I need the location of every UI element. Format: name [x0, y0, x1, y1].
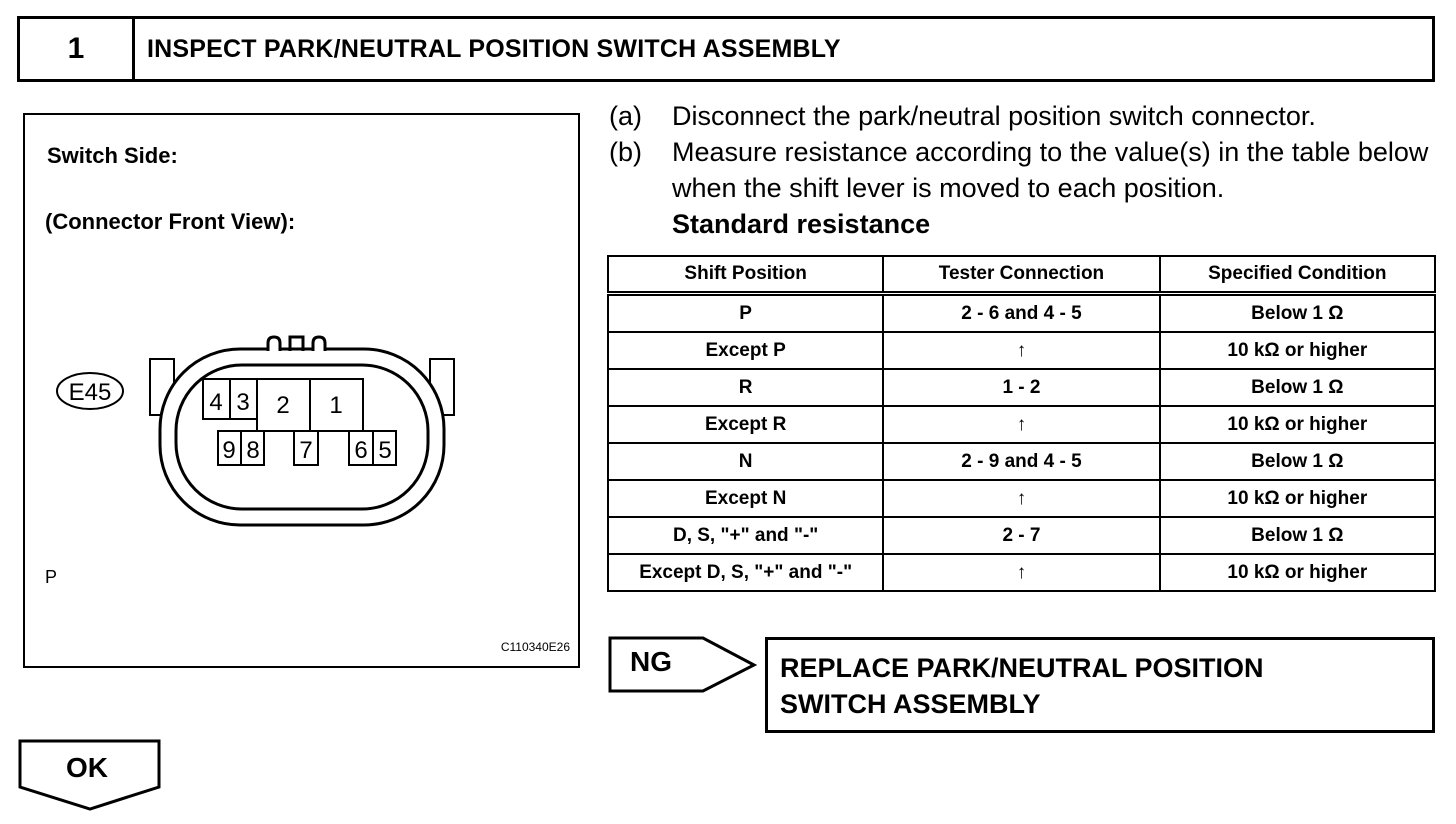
- cell-specified-condition: Below 1 Ω: [1158, 442, 1437, 481]
- table-header-row: Shift Position Tester Connection Specifi…: [606, 255, 1437, 296]
- figure-code: C110340E26: [500, 640, 570, 654]
- ng-action-box: REPLACE PARK/NEUTRAL POSITION SWITCH ASS…: [765, 637, 1435, 733]
- cell-tester-connection: 2 - 7: [882, 516, 1161, 555]
- resistance-table: Shift Position Tester Connection Specifi…: [606, 255, 1437, 592]
- pin-4: 4: [209, 389, 222, 416]
- cell-tester-connection: 1 - 2: [882, 368, 1161, 407]
- pin-9: 9: [222, 437, 235, 464]
- instruction-letter: (b): [609, 137, 642, 167]
- cell-tester-connection: ↑: [882, 331, 1161, 370]
- ng-label: NG: [630, 646, 672, 677]
- pin-8: 8: [246, 437, 259, 464]
- instruction-text: Disconnect the park/neutral position swi…: [672, 101, 1316, 131]
- table-row: N 2 - 9 and 4 - 5 Below 1 Ω: [606, 442, 1437, 481]
- step-header: 1 INSPECT PARK/NEUTRAL POSITION SWITCH A…: [17, 16, 1435, 82]
- pin-2: 2: [276, 392, 289, 419]
- cell-tester-connection: ↑: [882, 553, 1161, 592]
- pin-1: 1: [329, 392, 342, 419]
- ng-action-line2: SWITCH ASSEMBLY: [780, 689, 1041, 719]
- cell-shift-position: Except D, S, "+" and "-": [606, 553, 885, 592]
- table-row: Except P ↑ 10 kΩ or higher: [606, 331, 1437, 370]
- cell-tester-connection: ↑: [882, 405, 1161, 444]
- connector-figure: Switch Side: (Connector Front View): E45…: [23, 113, 580, 668]
- cell-shift-position: D, S, "+" and "-": [606, 516, 885, 555]
- instruction-letter: (a): [609, 101, 642, 131]
- table-row: P 2 - 6 and 4 - 5 Below 1 Ω: [606, 292, 1437, 333]
- pin-3: 3: [236, 389, 249, 416]
- pin-7: 7: [299, 437, 312, 464]
- cell-shift-position: Except R: [606, 405, 885, 444]
- cell-specified-condition: Below 1 Ω: [1158, 516, 1437, 555]
- header-tester-connection: Tester Connection: [882, 255, 1161, 296]
- table-row: Except N ↑ 10 kΩ or higher: [606, 479, 1437, 518]
- table-row: Except R ↑ 10 kΩ or higher: [606, 405, 1437, 444]
- header-shift-position: Shift Position: [606, 255, 885, 296]
- standard-resistance-label: Standard resistance: [672, 209, 931, 239]
- cell-tester-connection: 2 - 6 and 4 - 5: [882, 292, 1161, 333]
- connector-id-ellipse: [56, 372, 124, 410]
- cell-shift-position: P: [606, 292, 885, 333]
- table-row: Except D, S, "+" and "-" ↑ 10 kΩ or high…: [606, 553, 1437, 592]
- cell-tester-connection: ↑: [882, 479, 1161, 518]
- connector-view-label: (Connector Front View):: [45, 209, 296, 234]
- ng-action-line1: REPLACE PARK/NEUTRAL POSITION: [780, 653, 1264, 683]
- cell-shift-position: Except N: [606, 479, 885, 518]
- ok-arrow-icon: [18, 739, 161, 811]
- cell-specified-condition: Below 1 Ω: [1158, 292, 1437, 333]
- cell-shift-position: R: [606, 368, 885, 407]
- ng-arrow-icon: [608, 636, 758, 693]
- cell-shift-position: N: [606, 442, 885, 481]
- pin-5: 5: [378, 437, 391, 464]
- instruction-b: (b) Measure resistance according to the …: [609, 134, 1439, 206]
- instruction-text: Measure resistance according to the valu…: [672, 137, 1429, 203]
- cell-specified-condition: 10 kΩ or higher: [1158, 331, 1437, 370]
- cell-specified-condition: Below 1 Ω: [1158, 368, 1437, 407]
- header-specified-condition: Specified Condition: [1158, 255, 1437, 296]
- step-title: INSPECT PARK/NEUTRAL POSITION SWITCH ASS…: [147, 34, 841, 63]
- cell-specified-condition: 10 kΩ or higher: [1158, 479, 1437, 518]
- cell-specified-condition: 10 kΩ or higher: [1158, 405, 1437, 444]
- connector-id: E45: [69, 379, 112, 406]
- table-row: D, S, "+" and "-" 2 - 7 Below 1 Ω: [606, 516, 1437, 555]
- instructions: (a) Disconnect the park/neutral position…: [609, 98, 1439, 242]
- corner-mark: P: [45, 567, 58, 587]
- connector-diagram: E45 4 3 2 1 9 8 7 6 5: [56, 335, 455, 527]
- cell-specified-condition: 10 kΩ or higher: [1158, 553, 1437, 592]
- switch-side-label: Switch Side:: [47, 143, 178, 168]
- ok-label: OK: [66, 752, 108, 783]
- instruction-a: (a) Disconnect the park/neutral position…: [609, 98, 1439, 134]
- cell-tester-connection: 2 - 9 and 4 - 5: [882, 442, 1161, 481]
- pin-6: 6: [354, 437, 367, 464]
- cell-shift-position: Except P: [606, 331, 885, 370]
- table-row: R 1 - 2 Below 1 Ω: [606, 368, 1437, 407]
- step-number: 1: [20, 19, 135, 79]
